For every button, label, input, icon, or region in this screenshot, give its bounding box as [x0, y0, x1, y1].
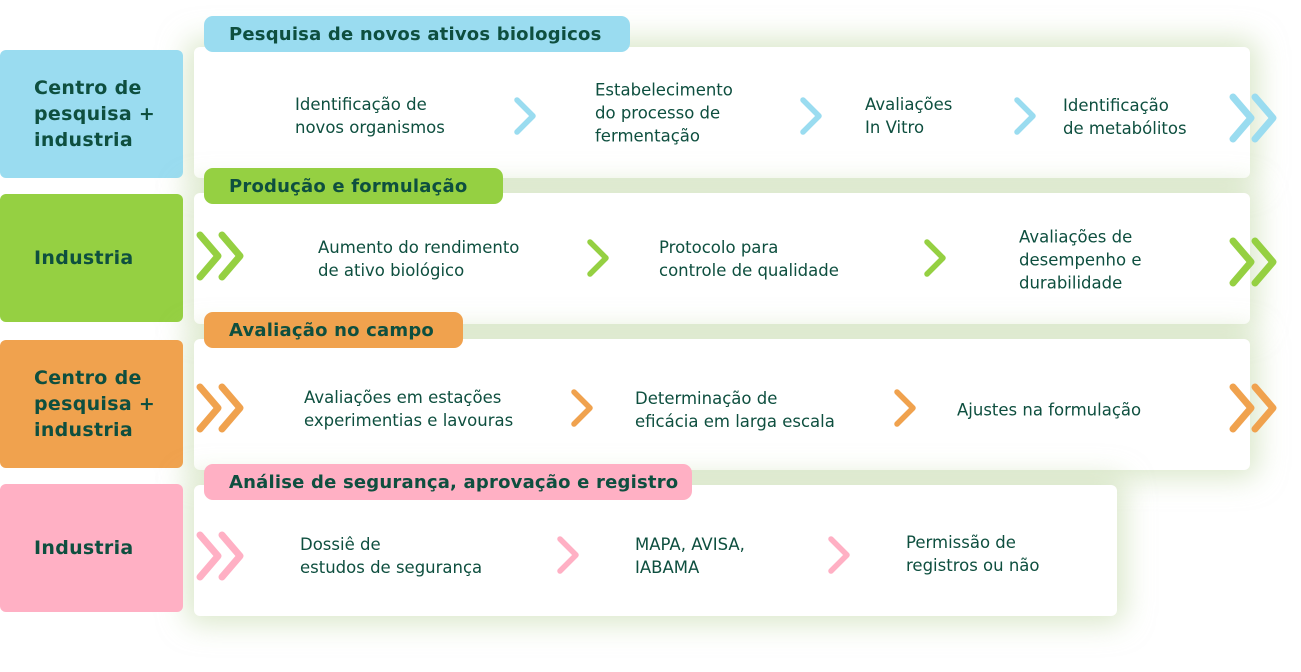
actor-label-production: Industria	[0, 194, 183, 322]
chevron-right-icon	[1014, 97, 1036, 135]
step-text: MAPA, AVISA, IABAMA	[635, 535, 745, 577]
stage-tag-research: Pesquisa de novos ativos biologicos	[204, 16, 630, 52]
double-chevron-right-icon	[1229, 383, 1277, 433]
stage-card-research	[194, 47, 1250, 178]
chevron-right-icon	[587, 239, 609, 277]
step-text: Ajustes na formulação	[957, 400, 1142, 420]
chevron-right-icon	[514, 97, 536, 135]
step-text: Dossiê de estudos de segurança	[300, 535, 483, 577]
chevron-right-icon	[800, 97, 822, 135]
actor-label-research: Centro de pesquisa + industria	[0, 50, 183, 178]
step-text: Aumento do rendimento de ativo biológico	[318, 238, 520, 280]
step-text: Permissão de registros ou não	[906, 533, 1040, 575]
chevron-right-icon	[571, 389, 593, 427]
double-chevron-right-icon	[1229, 93, 1277, 143]
double-chevron-right-icon	[196, 531, 244, 581]
stage-tag-field: Avaliação no campo	[204, 312, 463, 348]
stage-tag-safety: Análise de segurança, aprovação e regist…	[204, 464, 692, 500]
actor-label-field: Centro de pesquisa + industria	[0, 340, 183, 468]
step-text: Identificação de metabólitos	[1063, 96, 1187, 138]
step-text: Protocolo para controle de qualidade	[659, 238, 839, 280]
double-chevron-right-icon	[1229, 237, 1277, 287]
step-text: Identificação de novos organismos	[295, 95, 445, 137]
actor-label-safety: Industria	[0, 484, 183, 612]
double-chevron-right-icon	[196, 383, 244, 433]
stage-card-safety	[194, 485, 1117, 616]
stage-card-field	[194, 339, 1250, 470]
step-text: Estabelecimento do processo de fermentaç…	[595, 80, 733, 146]
step-text: Avaliações In Vitro	[865, 95, 953, 137]
step-text: Avaliações em estações experimentias e l…	[304, 388, 514, 430]
chevron-right-icon	[924, 239, 946, 277]
step-text: Avaliações de desempenho e durabilidade	[1019, 227, 1142, 293]
double-chevron-right-icon	[196, 231, 244, 281]
chevron-right-icon	[894, 389, 916, 427]
chevron-right-icon	[557, 536, 579, 574]
stage-card-production	[194, 193, 1250, 324]
stage-tag-production: Produção e formulação	[204, 168, 503, 204]
chevron-right-icon	[828, 536, 850, 574]
step-text: Determinação de eficácia em larga escala	[635, 389, 835, 431]
